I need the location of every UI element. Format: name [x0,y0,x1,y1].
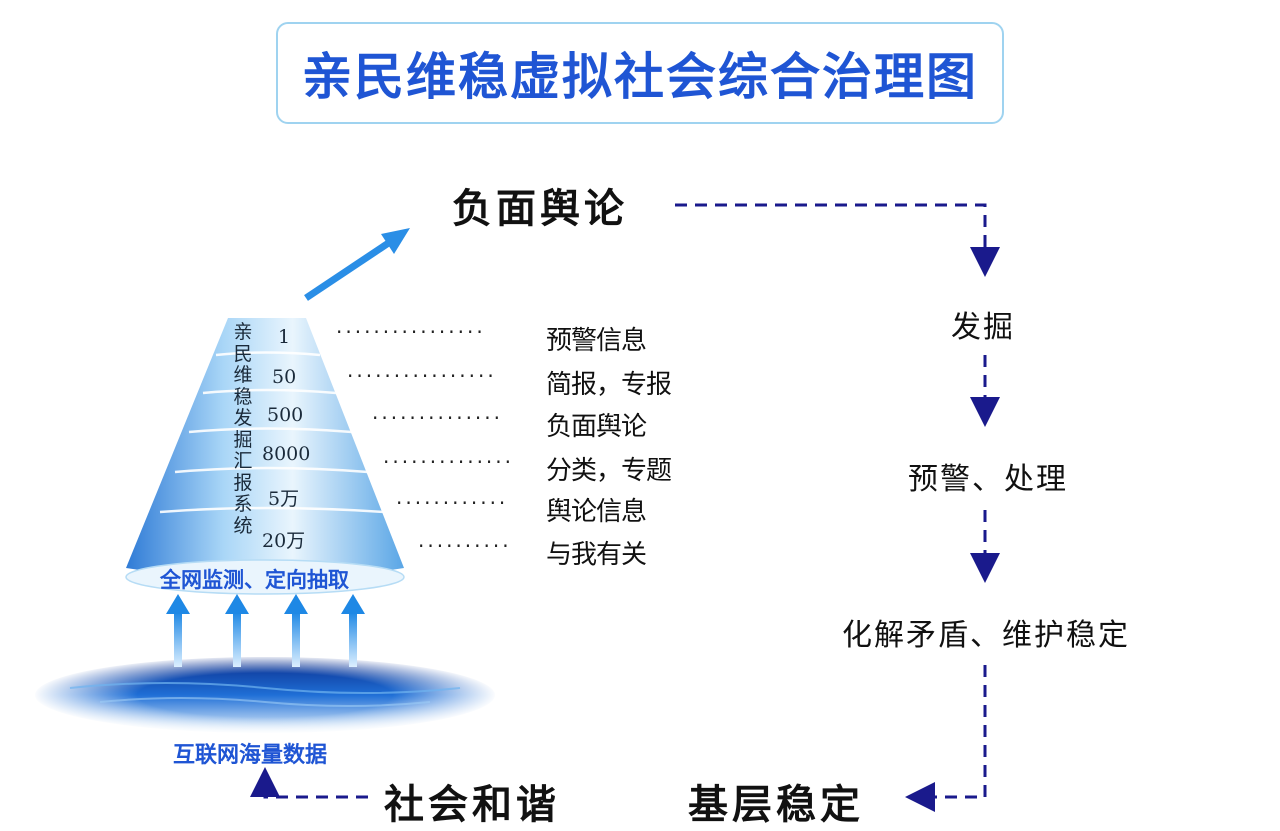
up-arrow-4 [341,594,365,667]
cone-bands [159,351,385,514]
cone-level-1: 1 [278,326,291,348]
cone-level-4: 8000 [262,443,311,465]
cone-char: 稳 [233,385,253,408]
step-resolve-label: 化解矛盾、维护稳定 [842,618,1130,653]
flow-line-3 [905,665,987,812]
up-arrow-2 [225,594,249,667]
row-label-4: 分类，专题 [546,456,672,486]
flow-lines [250,203,1000,812]
cone [125,318,405,595]
cone-body [126,318,404,579]
water [33,655,497,735]
cone-vertical-label: 亲 民 维 稳 发 掘 汇 报 系 统 [232,321,254,537]
cone-char: 亲 [233,321,253,343]
row-dots-1: ················ [336,320,486,344]
row-dots-3: ·············· [372,406,504,430]
row-label-5: 舆论信息 [546,497,647,527]
negative-opinion-label: 负面舆论 [452,185,628,232]
page-title: 亲民维稳虚拟社会综合治理图 [302,47,978,106]
row-dots-2: ················ [347,364,497,388]
row-dots-4: ·············· [383,450,515,474]
row-label-6: 与我有关 [546,540,647,570]
row-label-2: 简报，专报 [546,370,672,400]
flow-line-bottom [250,767,368,799]
up-arrow-1 [166,594,190,667]
cone-level-6: 20万 [262,530,306,552]
row-dots-5: ············ [396,491,509,515]
cone-char: 发 [233,407,253,429]
cone-level-3: 500 [267,404,304,426]
cone-char: 维 [233,364,253,386]
row-label-1: 预警信息 [546,326,647,356]
step-warn-handle-label: 预警、处理 [908,462,1068,497]
cone-char: 民 [233,342,253,365]
up-arrow-3 [284,594,308,667]
water-label: 互联网海量数据 [173,742,328,768]
cone-base-label: 全网监测、定向抽取 [160,567,349,592]
up-arrows [166,594,365,667]
flow-line-top [675,203,1000,277]
cone-char: 系 [233,493,253,515]
social-harmony-label: 社会和谐 [384,781,560,828]
title-box: 亲民维稳虚拟社会综合治理图 [276,22,1004,124]
cone-char: 统 [233,514,253,537]
row-dots-6: ·········· [418,534,512,558]
diagonal-arrow [304,228,410,301]
step-discover-label: 发掘 [951,310,1015,345]
cone-char: 报 [233,471,253,494]
grassroots-stability-label: 基层稳定 [688,781,864,828]
cone-char: 掘 [233,428,253,451]
cone-level-2: 50 [272,366,297,388]
cone-base [125,559,405,595]
cone-char: 汇 [233,450,253,472]
row-label-3: 负面舆论 [546,412,647,442]
cone-level-5: 5万 [268,488,300,510]
